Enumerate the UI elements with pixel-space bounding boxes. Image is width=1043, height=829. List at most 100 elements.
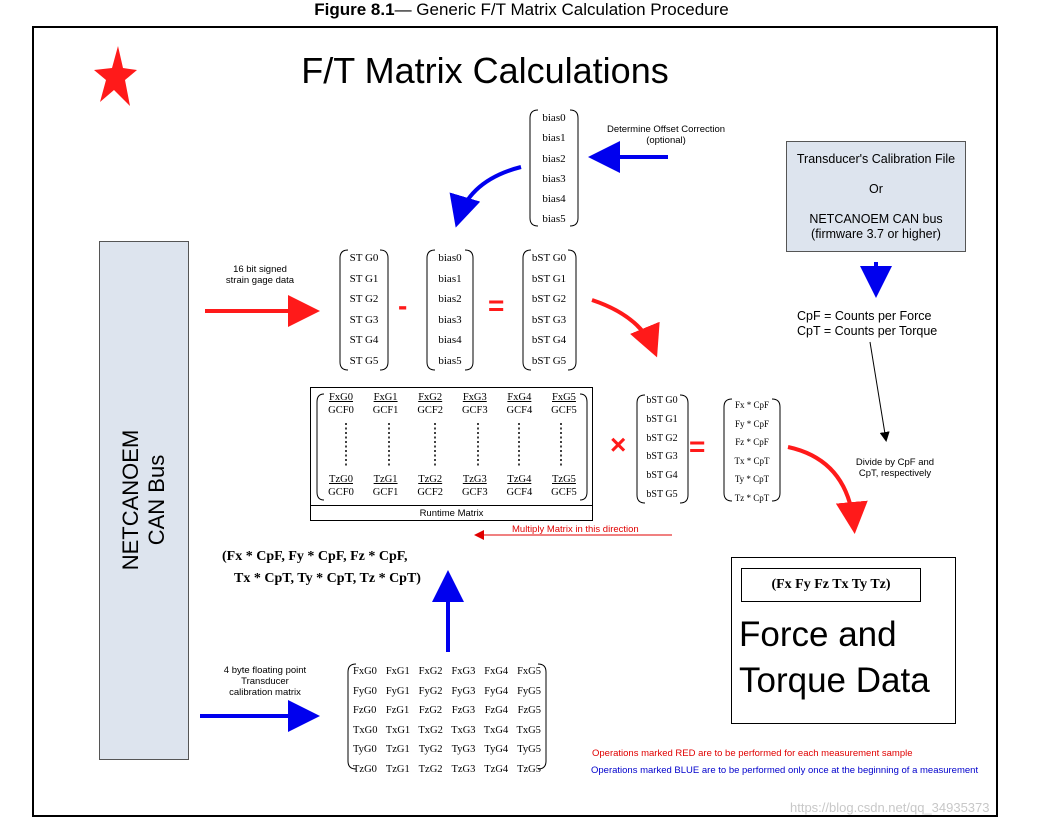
vector-cell: Fx * CpF <box>734 400 769 410</box>
vector-cell: bias5 <box>542 213 566 226</box>
matrix-cell: GCF0 <box>328 487 354 498</box>
vector-cell: Tx * CpT <box>734 455 770 466</box>
matrix-cell: FzG2 <box>418 705 443 716</box>
strain-gage-vector: ST G0 ST G1 ST G2 ST G3 ST G4 ST G5 <box>343 248 385 371</box>
matrix-cell: TyG0 <box>353 744 377 755</box>
matrix-cell: TzG0 <box>329 474 353 485</box>
vector-cell: ST G1 <box>349 272 379 285</box>
figure-number: Figure 8.1 <box>314 0 395 19</box>
matrix-cell: TzG5 <box>517 763 541 775</box>
matrix-cell: GCF4 <box>506 487 533 498</box>
figure-caption: Figure 8.1— Generic F/T Matrix Calculati… <box>0 0 1043 20</box>
matrix-cell: FxG3 <box>451 666 476 677</box>
red-arrows <box>205 295 868 534</box>
matrix-cell: GCF3 <box>461 487 488 498</box>
vector-cell: bST G0 <box>646 395 678 406</box>
equals-sign: = <box>488 290 505 321</box>
force-torque-output-box <box>731 557 956 724</box>
vector-cell: bias5 <box>438 354 462 367</box>
offset-correction-label: Determine Offset Correction(optional) <box>606 124 726 146</box>
matrix-cell: FxG4 <box>507 392 532 403</box>
matrix-cell: TxG5 <box>516 724 541 736</box>
figure-caption-text: — Generic F/T Matrix Calculation Procedu… <box>394 0 729 19</box>
calibration-line-1: Transducer's Calibration File <box>796 152 956 166</box>
matrix-cell: FzG1 <box>385 705 410 716</box>
matrix-row: FyG0 FyG1 FyG2 FyG3 FyG4 FyG5 <box>353 682 541 702</box>
vector-cell: bias3 <box>438 313 462 326</box>
matrix-cell: FxG4 <box>484 666 509 677</box>
biased-strain-vector-2: bST G0 bST G1 bST G2 bST G3 bST G4 bST G… <box>640 392 684 505</box>
vector-cell: bias4 <box>542 193 566 206</box>
red-star-icon <box>94 46 137 106</box>
blue-arrows <box>200 141 892 732</box>
diagram-frame <box>32 26 998 817</box>
matrix-cell: FyG0 <box>353 685 377 697</box>
vector-cell: Fy * CpF <box>734 418 769 429</box>
runtime-matrix-bottom: TzG0 TzG1 TzG2 TzG3 TzG4 TzG5 GCF0 GCF1 … <box>320 473 585 499</box>
matrix-cell: TxG4 <box>483 724 509 736</box>
matrix-cell: GCF5 <box>551 405 577 416</box>
matrix-cell: TzG0 <box>353 763 377 775</box>
minus-sign: - <box>398 290 408 321</box>
calibration-source-box: Transducer's Calibration File Or NETCANO… <box>786 141 966 252</box>
matrix-cell: TzG3 <box>451 763 476 775</box>
vector-cell: ST G5 <box>349 354 379 367</box>
vector-cell: bias0 <box>542 112 566 124</box>
matrix-cell: TyG5 <box>517 744 541 755</box>
matrix-cell: TzG4 <box>507 474 532 485</box>
matrix-cell: FxG1 <box>385 666 410 677</box>
matrix-cell: GCF2 <box>417 405 444 416</box>
matrix-cell: TxG1 <box>385 724 411 736</box>
matrix-brackets <box>316 109 781 770</box>
vector-cell: bias0 <box>438 252 462 264</box>
vector-cell: bias3 <box>542 172 566 185</box>
vector-cell: Tz * CpT <box>734 492 770 503</box>
vector-cell: ST G0 <box>349 252 379 264</box>
vector-cell: bST G1 <box>646 413 678 425</box>
matrix-cell: TzG5 <box>552 474 576 485</box>
bias-vector-mid: bias0 bias1 bias2 bias3 bias4 bias5 <box>430 248 470 371</box>
bias-vector-top: bias0 bias1 bias2 bias3 bias4 bias5 <box>534 108 574 230</box>
matrix-cell: FyG4 <box>484 685 509 697</box>
vector-cell: ST G2 <box>349 293 379 305</box>
matrix-cell: TzG3 <box>462 474 487 485</box>
matrix-cell: FyG1 <box>385 685 410 697</box>
multiply-direction-label: Multiply Matrix in this direction <box>512 524 639 535</box>
matrix-cell: FxG0 <box>329 392 353 403</box>
calibration-line-4: (firmware 3.7 or higher) <box>811 227 941 241</box>
equals-sign-2: = <box>689 431 706 462</box>
vector-cell: ST G3 <box>349 313 379 326</box>
matrix-cell: TyG4 <box>484 744 509 755</box>
force-torque-heading: Force and Torque Data <box>739 615 930 700</box>
vector-cell: Fz * CpF <box>735 437 769 447</box>
matrix-cell: FxG3 <box>462 392 487 403</box>
matrix-cell: FyG5 <box>517 685 541 697</box>
matrix-cell: TzG1 <box>373 474 398 485</box>
matrix-cell: TyG2 <box>418 744 443 755</box>
calibration-line-3: NETCANOEM CAN bus <box>809 212 943 226</box>
matrix-cell: FxG5 <box>517 666 541 677</box>
vector-cell: ST G4 <box>349 334 379 346</box>
vector-cell: bias4 <box>438 334 462 346</box>
vector-cell: bias2 <box>438 293 462 305</box>
matrix-cell: FyG2 <box>418 685 443 697</box>
matrix-cell: TyG3 <box>451 744 476 755</box>
vector-cell: bias1 <box>542 132 566 145</box>
matrix-cell: FyG3 <box>451 685 476 697</box>
matrix-cell: GCF3 <box>461 405 488 416</box>
vector-cell: bST G4 <box>646 470 678 482</box>
matrix-cell: TzG2 <box>418 474 443 485</box>
multiply-sign: × <box>610 429 627 460</box>
matrix-cell: FzG5 <box>517 705 541 716</box>
runtime-matrix-top: FxG0 FxG1 FxG2 FxG3 FxG4 FxG5 GCF0 GCF1 … <box>320 391 585 417</box>
calibration-line-2: Or <box>869 182 883 196</box>
